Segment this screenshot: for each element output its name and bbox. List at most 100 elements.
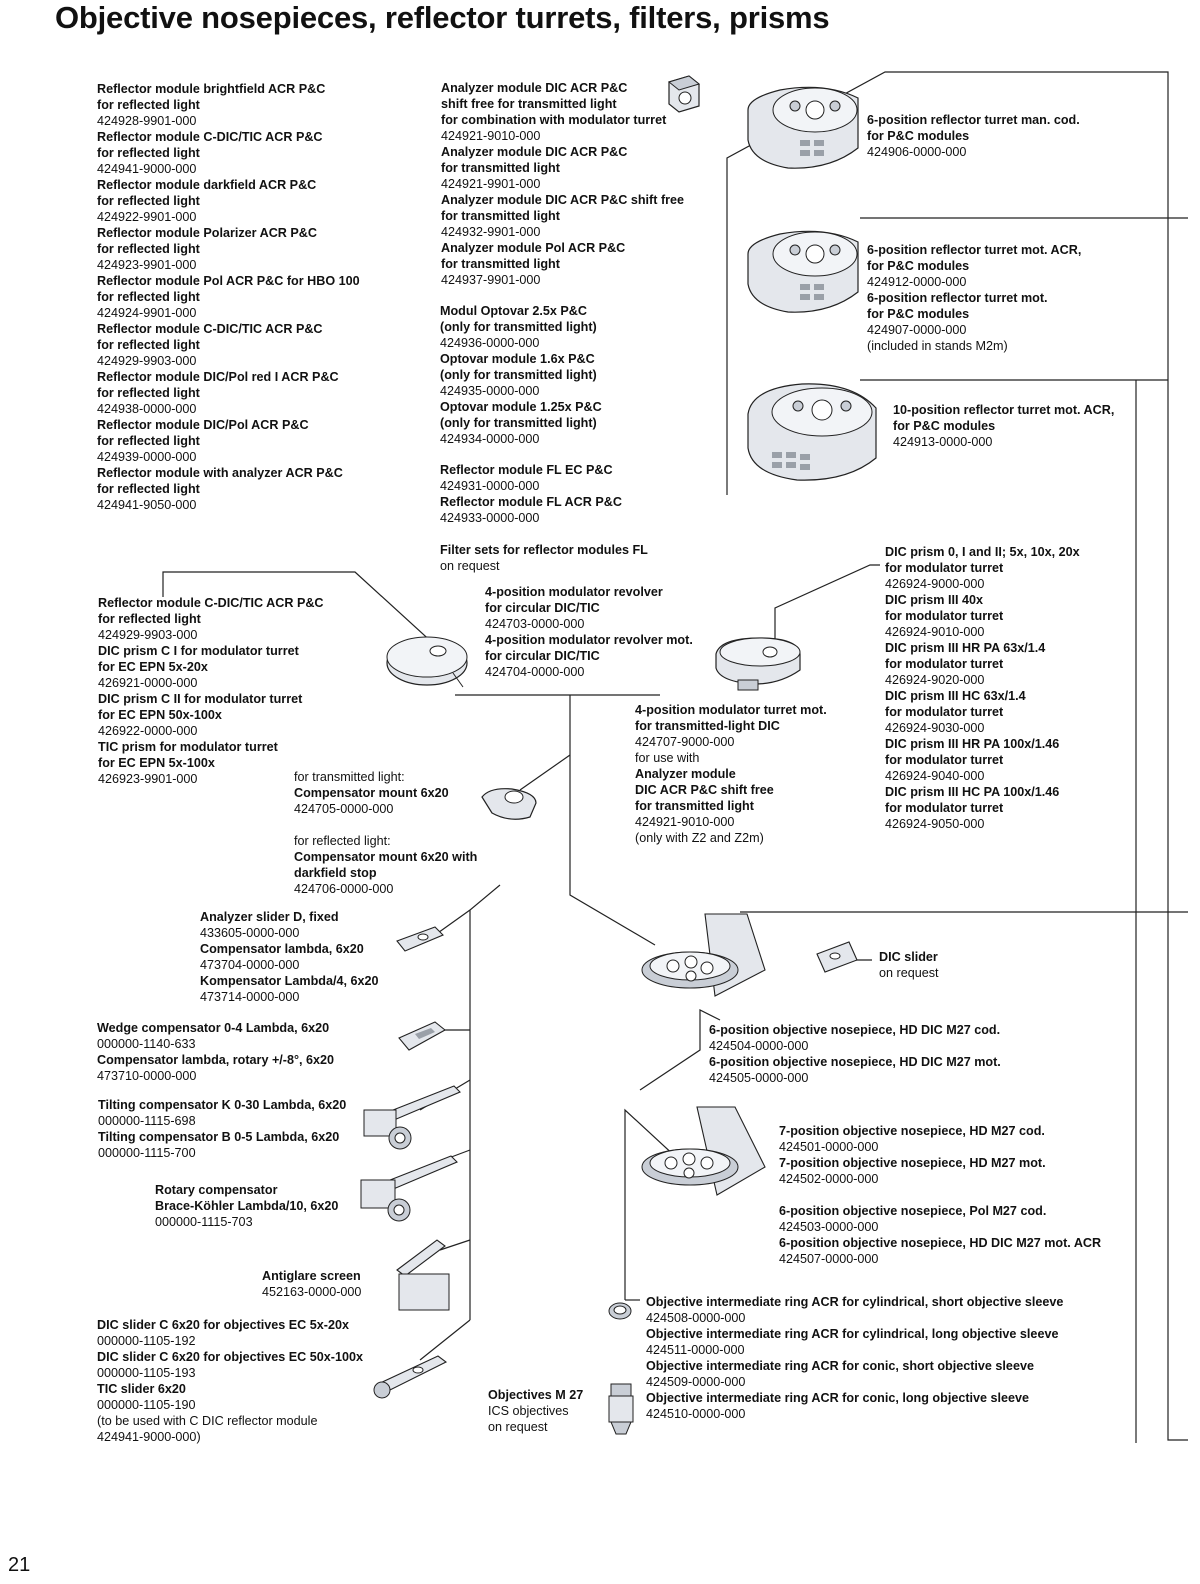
part-name: for reflected light [97, 386, 200, 400]
part-name: for circular DIC/TIC [485, 649, 600, 663]
part-name: for modulator turret [885, 753, 1004, 767]
part-detail: 424931-0000-000 [440, 479, 540, 493]
part-name: DIC prism III HR PA 100x/1.46 [885, 737, 1060, 751]
part-name: for circular DIC/TIC [485, 601, 600, 615]
part-detail: 424921-9901-000 [441, 177, 541, 191]
part-name: for EC EPN 5x-100x [98, 756, 215, 770]
part-name: Filter sets for reflector modules FL [440, 543, 648, 557]
part-detail: on request [488, 1420, 548, 1434]
part-name: for P&C modules [867, 307, 970, 321]
part-name: 4-position modulator revolver [485, 585, 663, 599]
part-name: DIC prism C II for modulator turret [98, 692, 303, 706]
part-name: for reflected light [97, 338, 200, 352]
part-detail: for transmitted light: [294, 770, 405, 784]
part-detail: 424929-9903-000 [97, 354, 197, 368]
part-name: for reflected light [97, 242, 200, 256]
part-name: Reflector module DIC/Pol ACR P&C [97, 418, 309, 432]
part-name: DIC prism III HC 63x/1.4 [885, 689, 1026, 703]
compensator-mount-icon [481, 788, 537, 820]
modulator-turret-mot-icon [715, 637, 801, 691]
part-detail: 433605-0000-000 [200, 926, 300, 940]
part-detail: 473704-0000-000 [200, 958, 300, 972]
part-name: Wedge compensator 0-4 Lambda, 6x20 [97, 1021, 330, 1035]
part-name: for EC EPN 50x-100x [98, 708, 222, 722]
objective-nosepiece-7-icon [641, 1106, 766, 1196]
part-name: Reflector module with analyzer ACR P&C [97, 466, 343, 480]
part-name: Objective intermediate ring ACR for coni… [646, 1391, 1030, 1405]
part-detail: 000000-1105-192 [97, 1334, 196, 1348]
part-name: 6-position objective nosepiece, Pol M27 … [779, 1204, 1047, 1218]
part-name: DIC prism 0, I and II; 5x, 10x, 20x [885, 545, 1080, 559]
part-name: Analyzer module DIC ACR P&C [441, 81, 628, 95]
part-name: DIC slider C 6x20 for objectives EC 5x-2… [97, 1318, 349, 1332]
part-detail: 424941-9000-000 [97, 162, 197, 176]
part-name: 6-position reflector turret mot. [867, 291, 1048, 305]
part-name: for modulator turret [885, 705, 1004, 719]
part-detail: 424508-0000-000 [646, 1311, 746, 1325]
part-name: for reflected light [97, 146, 200, 160]
part-name: Analyzer module DIC ACR P&C [441, 145, 628, 159]
reflector-modules-block: Reflector module brightfield ACR P&C for … [97, 81, 360, 513]
antiglare-screen-icon [396, 1239, 450, 1311]
part-name: Optovar module 1.25x P&C [440, 400, 602, 414]
part-name: 6-position objective nosepiece, HD DIC M… [709, 1055, 1001, 1069]
part-detail: for use with [635, 751, 700, 765]
part-name: for modulator turret [885, 609, 1004, 623]
part-name: 6-position objective nosepiece, HD DIC M… [779, 1236, 1102, 1250]
part-name: for reflected light [97, 290, 200, 304]
part-name: (only for transmitted light) [440, 368, 597, 382]
part-name: DIC prism C I for modulator turret [98, 644, 299, 658]
objective-nosepiece-hd-icon [641, 913, 766, 997]
part-name: Reflector module darkfield ACR P&C [97, 178, 317, 192]
part-detail: 424509-0000-000 [646, 1375, 746, 1389]
part-name: TIC prism for modulator turret [98, 740, 278, 754]
part-detail: 424706-0000-000 [294, 882, 394, 896]
part-name: darkfield stop [294, 866, 377, 880]
part-detail: 424507-0000-000 [779, 1252, 879, 1266]
part-detail: 424934-0000-000 [440, 432, 540, 446]
wedge-compensator-icon [398, 1021, 446, 1051]
part-name: for transmitted light [635, 799, 754, 813]
part-detail: 426922-0000-000 [98, 724, 198, 738]
part-name: 10-position reflector turret mot. ACR, [893, 403, 1115, 417]
part-detail: 424938-0000-000 [97, 402, 197, 416]
part-name: 4-position modulator turret mot. [635, 703, 827, 717]
part-detail: 424511-0000-000 [646, 1343, 745, 1357]
part-detail: 426924-9020-000 [885, 673, 985, 687]
part-detail: 426924-9000-000 [885, 577, 985, 591]
dic-slider-icon [373, 1355, 448, 1399]
part-detail: 424704-0000-000 [485, 665, 585, 679]
part-name: Objective intermediate ring ACR for coni… [646, 1359, 1034, 1373]
part-name: Reflector module brightfield ACR P&C [97, 82, 326, 96]
part-name: for reflected light [97, 482, 200, 496]
part-name: Reflector module FL EC P&C [440, 463, 613, 477]
part-detail: 426923-9901-000 [98, 772, 198, 786]
part-detail: (only with Z2 and Z2m) [635, 831, 764, 845]
page-number: 21 [8, 1554, 31, 1576]
part-name: DIC slider [879, 950, 938, 964]
part-detail: 424703-0000-000 [485, 617, 585, 631]
reflector-cube-icon [667, 75, 701, 113]
intermediate-ring-icon [608, 1302, 632, 1320]
part-name: Rotary compensator [155, 1183, 278, 1197]
part-detail: 424932-9901-000 [441, 225, 541, 239]
part-name: (only for transmitted light) [440, 320, 597, 334]
part-detail: 426921-0000-000 [98, 676, 198, 690]
part-name: for transmitted light [441, 257, 560, 271]
part-detail: 000000-1105-190 [97, 1398, 196, 1412]
part-detail: 426924-9040-000 [885, 769, 985, 783]
part-name: Objective intermediate ring ACR for cyli… [646, 1327, 1059, 1341]
part-name: (only for transmitted light) [440, 416, 597, 430]
part-name: Reflector module C-DIC/TIC ACR P&C [98, 596, 324, 610]
part-name: Reflector module DIC/Pol red I ACR P&C [97, 370, 339, 384]
part-name: 6-position objective nosepiece, HD DIC M… [709, 1023, 1001, 1037]
part-detail: 000000-1115-698 [98, 1114, 196, 1128]
tilting-compensator-icon [363, 1085, 461, 1150]
part-detail: 424922-9901-000 [97, 210, 197, 224]
part-name: for reflected light [98, 612, 201, 626]
part-name: Compensator lambda, 6x20 [200, 942, 364, 956]
part-name: Analyzer module [635, 767, 736, 781]
